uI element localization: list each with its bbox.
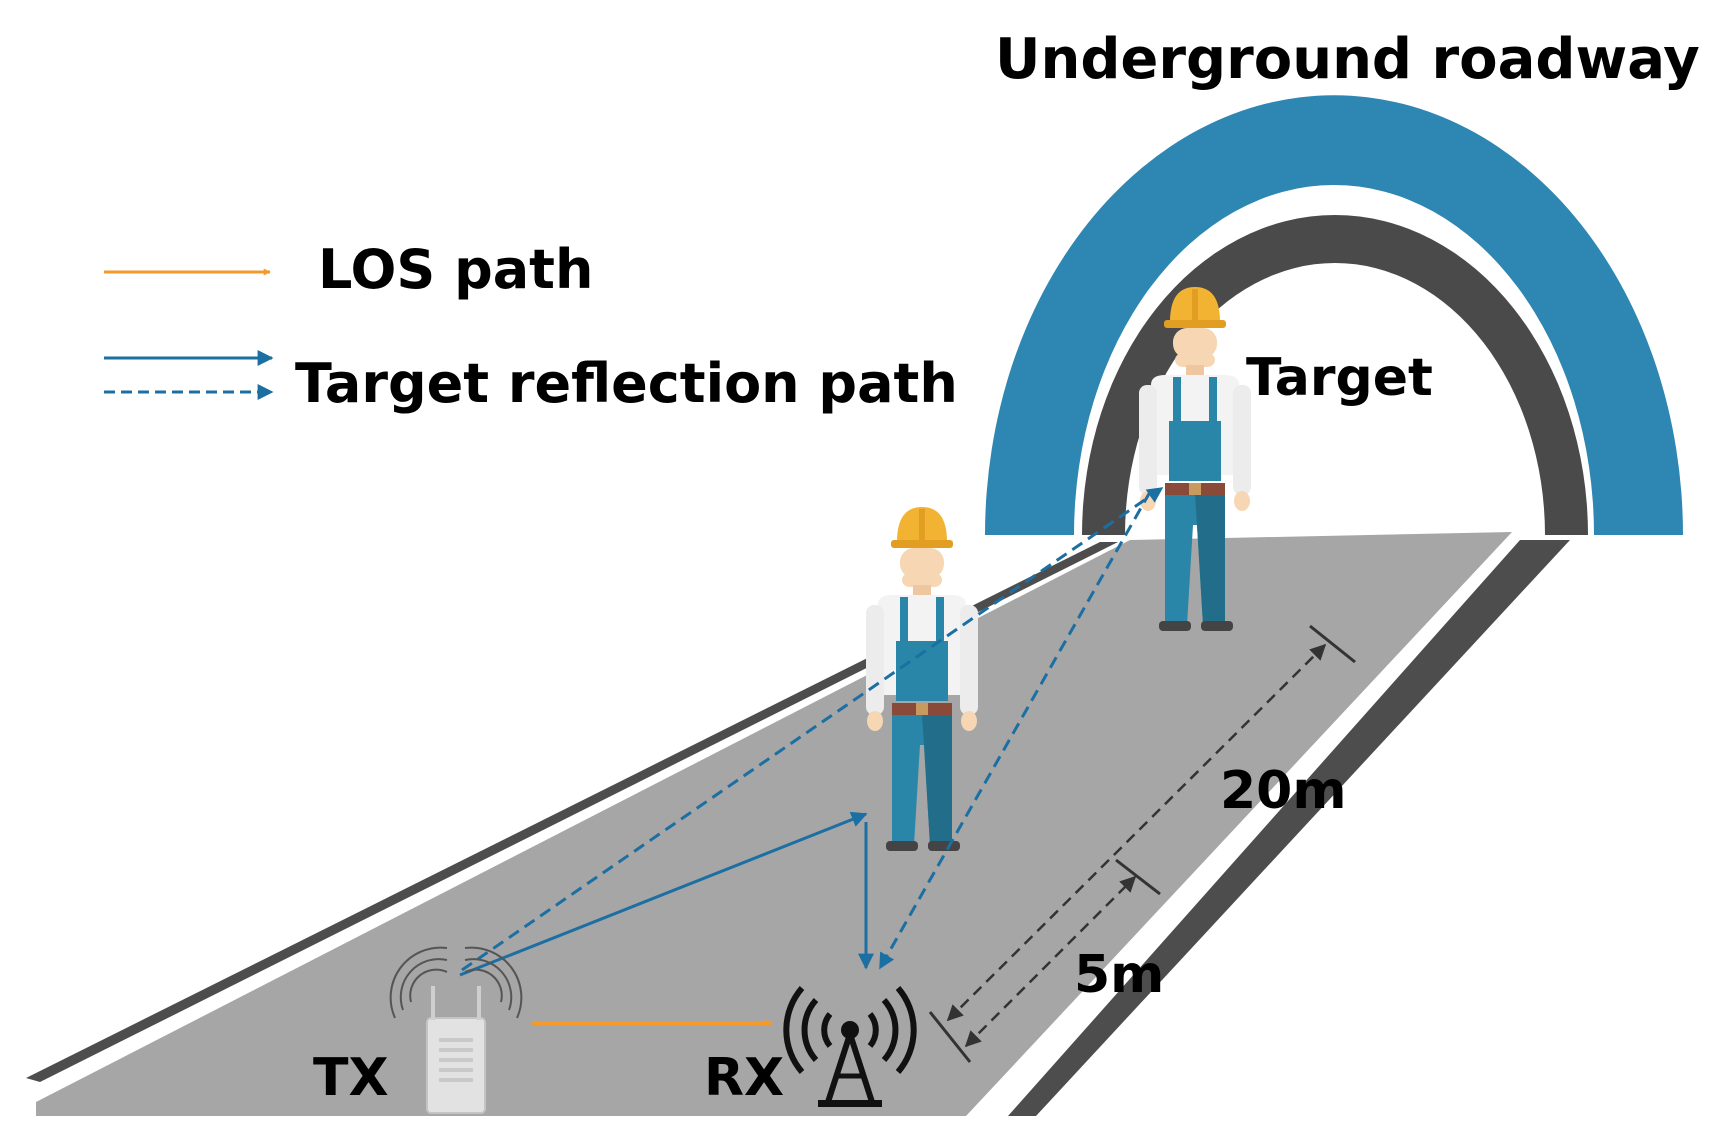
antenna-tower-icon (783, 986, 917, 1107)
dimension-lines (928, 624, 1356, 1063)
tunnel-arch-outer (985, 95, 1683, 535)
reflection-path-dashed-2 (878, 491, 1152, 970)
legend-reflection-label: Target reflection path (295, 352, 958, 415)
reflection-path-solid-1 (459, 811, 868, 977)
rx-label: RX (704, 1048, 784, 1108)
router-icon (389, 946, 523, 1114)
target-label: Target (1246, 348, 1433, 408)
dimension-line-5m (964, 875, 1137, 1048)
tx-label: TX (313, 1048, 389, 1108)
propagation-paths (459, 486, 1164, 1027)
distance-label-5m: 5m (1074, 945, 1164, 1005)
road-left-edge (26, 542, 1118, 1082)
diagram-title: Underground roadway (995, 27, 1700, 92)
reflection-path-dashed-1 (461, 486, 1164, 972)
distance-label-20m: 20m (1220, 761, 1347, 821)
legend-los-label: LOS path (318, 238, 593, 301)
legend: LOS path Target reflection path (104, 238, 958, 415)
